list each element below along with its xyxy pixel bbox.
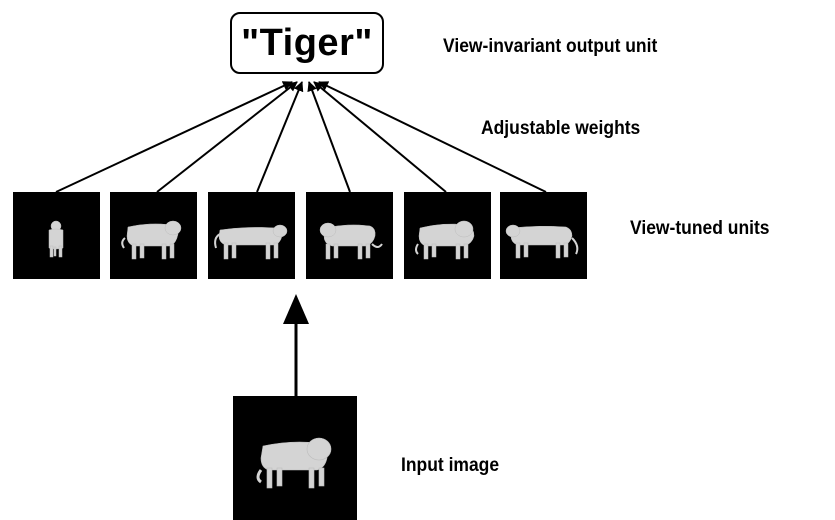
weight-connection-2 xyxy=(156,81,298,193)
view-tuned-unit-2 xyxy=(110,192,197,279)
output-unit-label: View-invariant output unit xyxy=(443,36,658,57)
tiger-three-quarter-image xyxy=(121,220,182,260)
tiger-three-quarter-right-image xyxy=(319,222,383,260)
tiger-input-image xyxy=(256,437,332,489)
tiger-front-image xyxy=(48,220,64,258)
tiger-side-image xyxy=(214,224,288,260)
input-image-label: Input image xyxy=(401,455,500,476)
weight-connection-4 xyxy=(307,81,351,193)
view-tuned-unit-1 xyxy=(13,192,100,279)
weight-connection-1 xyxy=(55,81,293,193)
weight-connection-3 xyxy=(256,81,304,193)
view-tuned-unit-5 xyxy=(404,192,491,279)
input-arrow-head xyxy=(283,294,309,324)
input-image xyxy=(233,396,357,520)
tiger-oblique-image xyxy=(415,220,475,260)
tiger-side-right-image xyxy=(505,224,579,259)
view-tuned-unit-4 xyxy=(306,192,393,279)
weights-label: Adjustable weights xyxy=(481,118,641,139)
output-unit-box: "Tiger" xyxy=(230,12,384,74)
weight-connection-6 xyxy=(318,81,547,193)
weight-connection-5 xyxy=(313,81,447,193)
view-tuned-unit-3 xyxy=(208,192,295,279)
view-tuned-units-label: View-tuned units xyxy=(630,218,770,239)
view-tuned-unit-6 xyxy=(500,192,587,279)
